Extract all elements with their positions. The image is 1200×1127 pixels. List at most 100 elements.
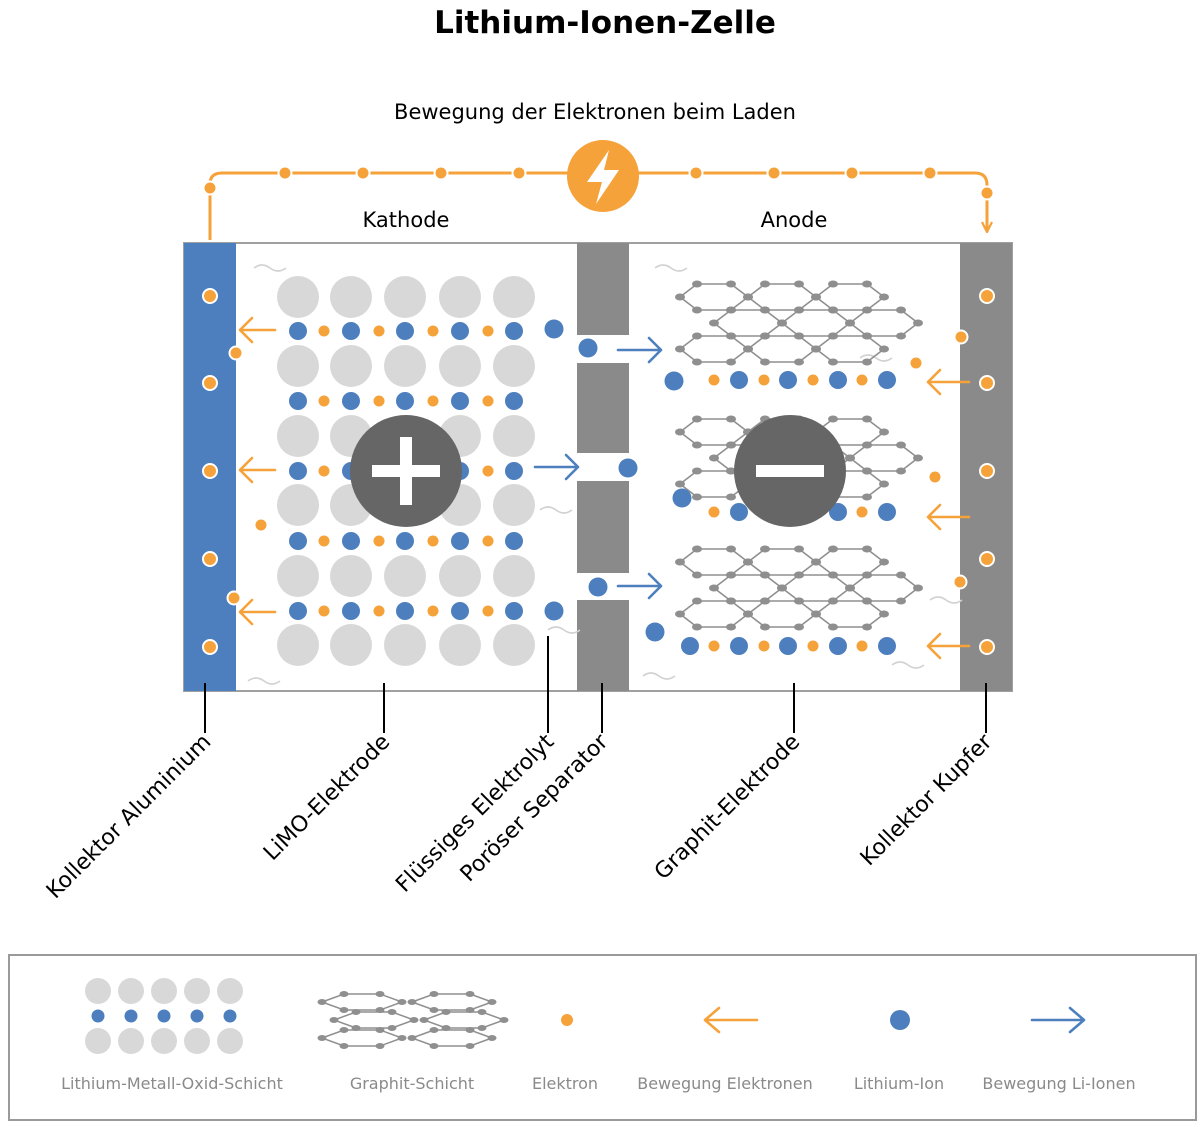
carbon-atom xyxy=(828,415,838,423)
circuit-electrons xyxy=(202,165,995,201)
lightning-bolt-icon xyxy=(567,140,639,212)
electron xyxy=(482,325,494,337)
carbon-atom xyxy=(317,999,327,1005)
carbon-atom xyxy=(407,999,417,1005)
legend-li-ion-arrow-icon xyxy=(1030,1006,1086,1034)
lmo-sphere xyxy=(493,624,535,666)
electron-movement-arrow xyxy=(238,598,277,626)
legend-electron-movement-label: Bewegung Elektronen xyxy=(637,1074,813,1093)
callout-graphite-electrode: Graphit-Elektrode xyxy=(650,730,805,885)
liquid-electrolyte-marks xyxy=(247,264,963,685)
electron-movement-arrow xyxy=(238,456,277,484)
carbon-atom xyxy=(862,280,872,288)
lithium-ion xyxy=(672,488,692,508)
lithium-ion xyxy=(289,462,307,480)
carbon-atom xyxy=(465,991,475,997)
carbon-atom xyxy=(397,1035,407,1041)
anode-ion-rows xyxy=(681,371,896,655)
legend-graphite-icon xyxy=(317,991,509,1049)
carbon-atom xyxy=(794,358,804,366)
electron xyxy=(708,640,720,652)
lithium-ion xyxy=(124,1009,138,1023)
lmo-sphere xyxy=(493,484,535,526)
carbon-atom xyxy=(862,332,872,340)
carbon-atom xyxy=(862,415,872,423)
graphite-layer xyxy=(675,545,923,631)
lithium-ion xyxy=(829,371,847,389)
carbon-atom xyxy=(477,1025,487,1031)
electron xyxy=(908,355,924,371)
lithium-ion xyxy=(451,322,469,340)
lmo-sphere xyxy=(439,555,481,597)
diagram-title: Lithium-Ionen-Zelle xyxy=(434,5,776,41)
carbon-atom xyxy=(726,332,736,340)
carbon-atom xyxy=(828,623,838,631)
carbon-atom xyxy=(726,358,736,366)
lmo-sphere xyxy=(277,555,319,597)
electron xyxy=(482,465,494,477)
carbon-atom xyxy=(692,571,702,579)
carbon-atom xyxy=(828,306,838,314)
electron-movement-arrow xyxy=(238,316,277,344)
li-ion-movement-arrow xyxy=(616,336,663,364)
lithium-ion xyxy=(505,532,523,550)
electron xyxy=(856,374,868,386)
carbon-atom xyxy=(896,332,906,340)
lmo-sphere xyxy=(493,345,535,387)
plus-icon xyxy=(350,415,462,527)
lithium-ion xyxy=(451,602,469,620)
carbon-atom xyxy=(760,623,770,631)
carbon-atom xyxy=(477,1009,487,1015)
carbon-atom xyxy=(375,1043,385,1049)
carbon-atom xyxy=(879,345,889,353)
electron xyxy=(318,605,330,617)
lithium-ion xyxy=(342,322,360,340)
lmo-sphere xyxy=(330,624,372,666)
carbon-atom xyxy=(760,306,770,314)
lithium-ion xyxy=(878,637,896,655)
carbon-atom xyxy=(811,610,821,618)
carbon-atom xyxy=(726,415,736,423)
lmo-sphere xyxy=(277,624,319,666)
lithium-ion xyxy=(505,392,523,410)
electron xyxy=(202,639,218,655)
carbon-atom xyxy=(726,545,736,553)
carbon-atom xyxy=(726,493,736,501)
carbon-atom xyxy=(879,610,889,618)
lithium-ion xyxy=(289,322,307,340)
li-ion-movement-arrow xyxy=(616,572,663,600)
carbon-atom xyxy=(441,1009,451,1015)
electron xyxy=(427,325,439,337)
carbon-atom xyxy=(692,467,702,475)
carbon-atom xyxy=(692,415,702,423)
carbon-atom xyxy=(726,467,736,475)
carbon-atom xyxy=(811,345,821,353)
carbon-atom xyxy=(351,1025,361,1031)
electron xyxy=(202,551,218,567)
electron xyxy=(373,395,385,407)
electron xyxy=(318,465,330,477)
carbon-atom xyxy=(879,293,889,301)
electron xyxy=(373,535,385,547)
carbon-atom xyxy=(896,306,906,314)
lithium-ion xyxy=(779,637,797,655)
carbon-atom xyxy=(692,545,702,553)
carbon-atom xyxy=(726,571,736,579)
carbon-atom xyxy=(429,1027,439,1033)
carbon-atom xyxy=(726,597,736,605)
carbon-atom xyxy=(811,293,821,301)
carbon-atom xyxy=(828,332,838,340)
callout-collector-aluminium: Kollektor Aluminium xyxy=(42,730,216,904)
carbon-atom xyxy=(465,1007,475,1013)
carbon-atom xyxy=(329,1017,339,1023)
carbon-atom xyxy=(675,610,685,618)
carbon-atom xyxy=(692,597,702,605)
lithium-ion xyxy=(829,503,847,521)
carbon-atom xyxy=(794,545,804,553)
electron xyxy=(482,395,494,407)
electron xyxy=(807,374,819,386)
carbon-atom xyxy=(913,319,923,327)
carbon-atom xyxy=(862,571,872,579)
carbon-atom xyxy=(794,306,804,314)
lithium-ion xyxy=(588,577,608,597)
